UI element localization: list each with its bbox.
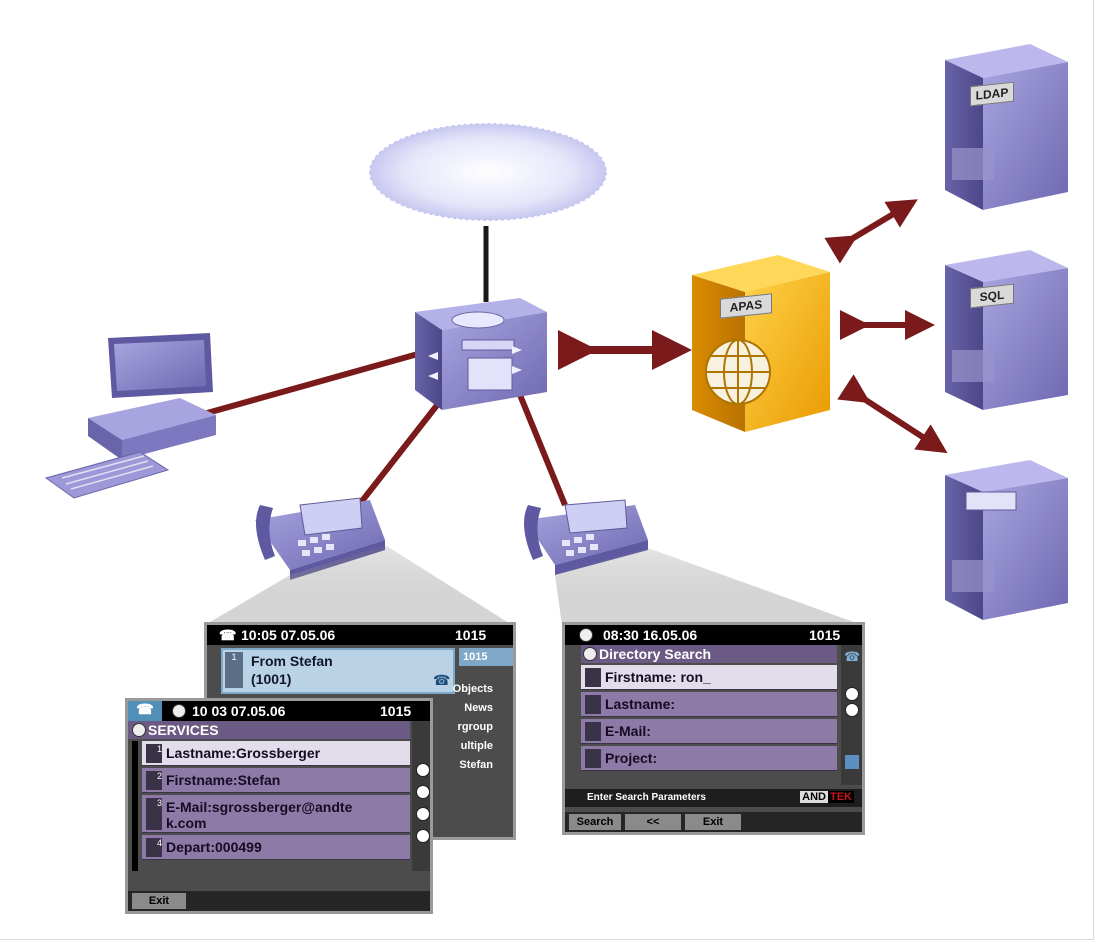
line-button[interactable]: 1015 [459, 648, 513, 666]
handset-icon: ☎ [433, 672, 451, 688]
clock: 08:30 16.05.06 [603, 627, 698, 643]
link-switch-phone2 [517, 393, 568, 507]
switch-device [415, 298, 547, 410]
globe-icon[interactable] [845, 703, 859, 717]
clock: 10 03 07.05.06 [192, 703, 286, 719]
softkey-bar: Exit [128, 891, 430, 911]
link-switch-phone1 [352, 393, 448, 512]
phone2-directory-screen: 08:30 16.05.06 1015 Directory Search Fir… [562, 622, 865, 835]
globe-icon [579, 628, 593, 642]
list-item[interactable]: 1 Lastname:Grossberger [142, 741, 410, 766]
side-icons [412, 721, 430, 871]
list-item[interactable]: 2 Firstname:Stefan [142, 768, 410, 793]
caller-line1: From Stefan [251, 653, 333, 669]
handset-icon[interactable]: ☎ [844, 649, 861, 664]
globe-icon[interactable] [416, 763, 430, 777]
scroll-track[interactable] [132, 741, 138, 871]
phone-icon: ☎ [219, 627, 237, 643]
globe-icon[interactable] [416, 829, 430, 843]
search-fields: Firstname: ron_ Lastname: E-Mail: Projec… [581, 665, 837, 785]
sql-server [945, 250, 1068, 410]
grid-icon[interactable] [845, 755, 859, 769]
link-switch-computer [199, 349, 426, 418]
side-menu: Objects News rgroup ultiple Stefan [447, 683, 513, 778]
lastname-field[interactable]: Lastname: [581, 692, 837, 717]
computer-device [44, 333, 216, 499]
email-field[interactable]: E-Mail: [581, 719, 837, 744]
search-hint: Enter Search Parameters [587, 792, 706, 803]
softkey-bar: Search << Exit [565, 812, 862, 832]
globe-icon[interactable] [845, 687, 859, 701]
services-title-bar: SERVICES [128, 721, 410, 739]
status-bar: 08:30 16.05.06 1015 [565, 625, 862, 645]
network-cloud [369, 123, 607, 221]
phone1-beam [205, 545, 512, 625]
menu-item[interactable]: rgroup [457, 721, 493, 733]
services-title: SERVICES [148, 722, 219, 738]
menu-item[interactable]: Objects [452, 683, 493, 695]
arrow-apas-ldap [824, 199, 918, 264]
caller-line2: (1001) [251, 671, 292, 687]
third-server [945, 460, 1068, 620]
exit-softkey[interactable]: Exit [132, 893, 186, 909]
globe-icon[interactable] [416, 785, 430, 799]
project-field[interactable]: Project: [581, 746, 837, 771]
globe-icon[interactable] [416, 807, 430, 821]
apas-server [692, 255, 830, 432]
caller-panel: 1 From Stefan (1001) ☎ [221, 648, 455, 694]
clock: 10:05 07.05.06 [241, 627, 336, 643]
arrow-apas-server3 [837, 374, 948, 454]
extension: 1015 [455, 627, 487, 643]
menu-item[interactable]: ultiple [460, 740, 493, 752]
ldap-server [945, 44, 1068, 210]
globe-icon [132, 723, 146, 737]
directory-title: Directory Search [599, 646, 712, 662]
caller-num: 1 [225, 652, 243, 688]
search-softkey[interactable]: Search [569, 814, 621, 830]
status-bar: ☎ 10:05 07.05.06 1015 [207, 625, 513, 645]
globe-icon [583, 647, 597, 661]
exit-softkey[interactable]: Exit [685, 814, 741, 830]
directory-title-bar: Directory Search [581, 645, 837, 663]
extension: 1015 [380, 703, 412, 719]
phone2-beam [555, 548, 862, 625]
list-item[interactable]: 4 Depart:000499 [142, 835, 410, 860]
firstname-field[interactable]: Firstname: ron_ [581, 665, 837, 690]
globe-icon [172, 704, 186, 718]
back-softkey[interactable]: << [625, 814, 681, 830]
menu-item[interactable]: Stefan [459, 759, 493, 771]
phone1-services-screen: ☎ 10 03 07.05.06 1015 SERVICES 1 Lastnam… [125, 698, 433, 914]
phone-device-2 [524, 499, 648, 575]
services-list: 1 Lastname:Grossberger 2 Firstname:Stefa… [142, 741, 410, 871]
status-bar: ☎ 10 03 07.05.06 1015 [128, 701, 430, 721]
menu-item[interactable]: News [464, 702, 493, 714]
extension: 1015 [809, 627, 841, 643]
list-item[interactable]: 3 E-Mail:sgrossberger@andte k.com [142, 795, 410, 833]
phone-icon: ☎ [128, 701, 162, 721]
line-label: 1015 [463, 651, 488, 663]
side-icons: ☎ [841, 645, 862, 785]
